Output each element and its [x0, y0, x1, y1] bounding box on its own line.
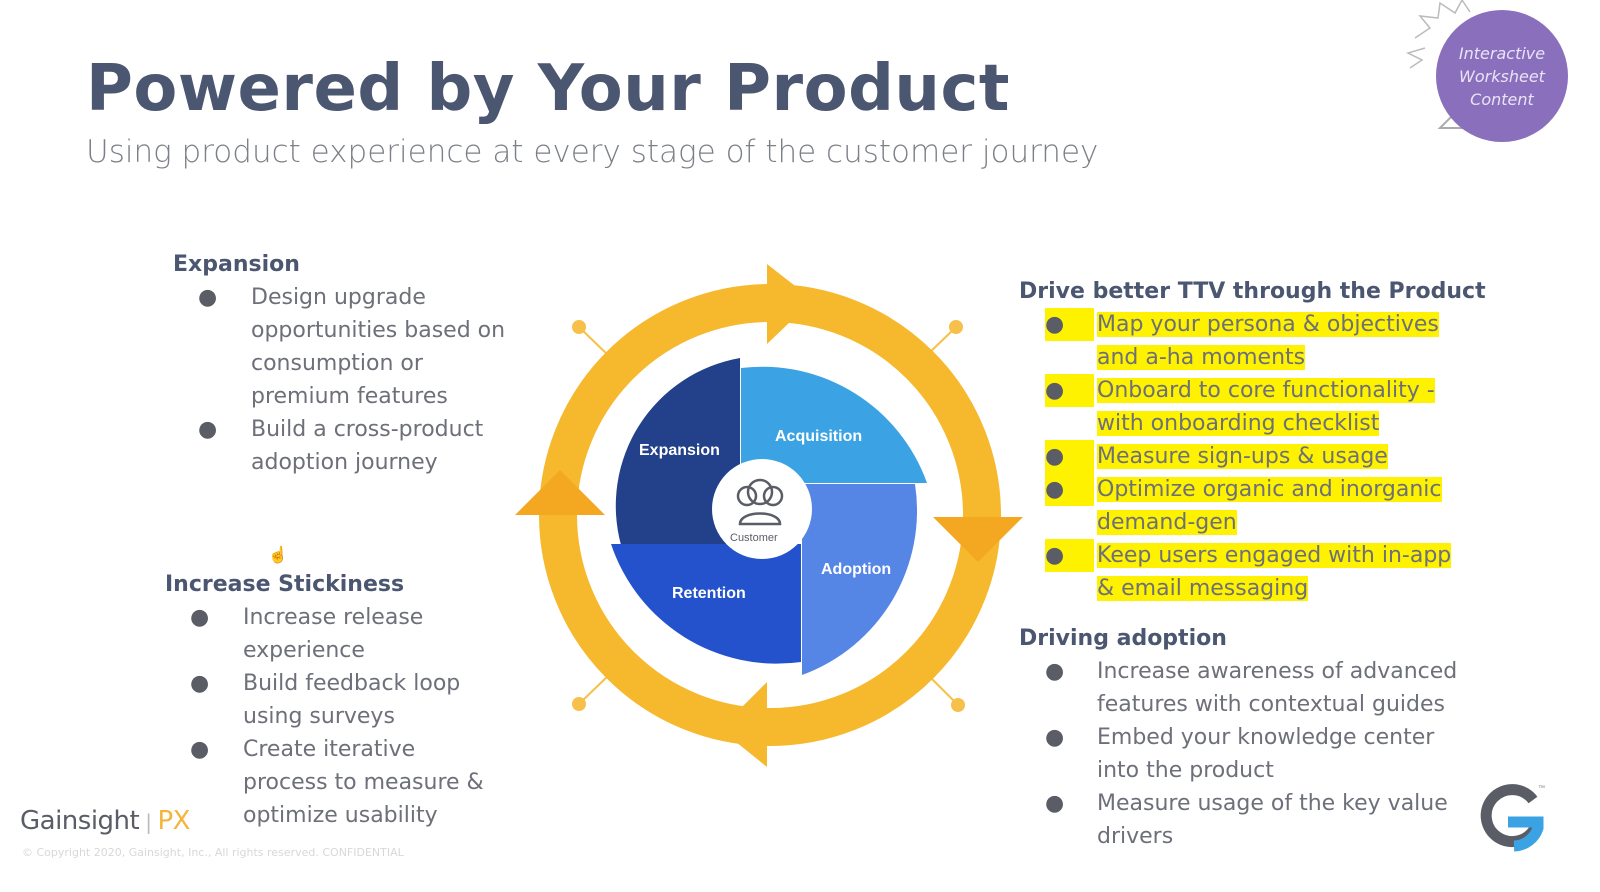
- bullet-icon: ●: [1045, 308, 1095, 341]
- bullet-icon: ●: [198, 417, 218, 442]
- badge-line-2: Worksheet: [1459, 66, 1545, 86]
- segment-label-retention: Retention: [672, 585, 746, 602]
- expansion-list: ● Design upgrade opportunities based on …: [198, 281, 538, 479]
- gainsight-g-logo-icon: ™: [1480, 784, 1545, 852]
- list-item: ● Increase awareness of advanced feature…: [1045, 655, 1505, 721]
- svg-text:™: ™: [1538, 785, 1545, 792]
- list-item: ● Measure sign-ups & usage: [1045, 440, 1505, 473]
- list-item: ● Increase release experience: [190, 601, 530, 667]
- bullet-icon: ●: [198, 285, 218, 310]
- arrow-top: [767, 264, 813, 344]
- bullet-icon: ●: [1045, 473, 1095, 506]
- adoption-heading: Driving adoption: [1019, 626, 1227, 651]
- page-subtitle: Using product experience at every stage …: [86, 134, 1099, 170]
- list-item: ● Create iterative process to measure & …: [190, 733, 530, 832]
- ttv-list: ● Map your persona & objectives and a-ha…: [1045, 308, 1505, 605]
- arrow-right: [933, 517, 1023, 562]
- interactive-worksheet-badge: Interactive Worksheet Content: [1405, 0, 1568, 146]
- segment-adoption: [802, 484, 918, 675]
- center-label-customer: Customer: [730, 532, 778, 544]
- bullet-icon: ●: [1045, 374, 1095, 407]
- bullet-icon: ●: [190, 605, 210, 630]
- segment-label-expansion: Expansion: [639, 442, 720, 459]
- segment-label-acquisition: Acquisition: [775, 428, 863, 445]
- list-item: ● Optimize organic and inorganic demand-…: [1045, 473, 1505, 539]
- customer-journey-diagram: Expansion Acquisition Adoption Retention…: [515, 262, 1025, 772]
- list-item: ● Map your persona & objectives and a-ha…: [1045, 308, 1505, 374]
- list-item: ● Build a cross-product adoption journey: [198, 413, 538, 479]
- bullet-icon: ●: [190, 737, 210, 762]
- arrow-bottom: [720, 682, 767, 767]
- arrow-left: [515, 470, 605, 515]
- copyright-notice: © Copyright 2020, Gainsight, Inc., All r…: [22, 846, 404, 859]
- stickiness-heading: Increase Stickiness: [165, 572, 405, 597]
- segment-retention: [611, 544, 801, 664]
- list-item: ● Embed your knowledge center into the p…: [1045, 721, 1505, 787]
- ttv-heading: Drive better TTV through the Product: [1019, 279, 1486, 304]
- badge-circle: Interactive Worksheet Content: [1436, 10, 1568, 142]
- bullet-icon: ●: [190, 671, 210, 696]
- segment-expansion: [615, 358, 740, 545]
- bullet-icon: ●: [1045, 791, 1065, 816]
- segment-acquisition: [741, 366, 927, 483]
- segment-label-adoption: Adoption: [821, 561, 892, 578]
- list-item: ● Onboard to core functionality - with o…: [1045, 374, 1505, 440]
- list-item: ● Design upgrade opportunities based on …: [198, 281, 538, 413]
- list-item: ● Build feedback loop using surveys: [190, 667, 530, 733]
- bullet-icon: ●: [1045, 725, 1065, 750]
- adoption-list: ● Increase awareness of advanced feature…: [1045, 655, 1505, 853]
- page-title: Powered by Your Product: [86, 52, 1010, 126]
- gainsight-px-logo: Gainsight|PX: [20, 806, 190, 836]
- stickiness-list: ● Increase release experience ● Build fe…: [190, 601, 530, 832]
- bullet-icon: ●: [1045, 659, 1065, 684]
- bullet-icon: ●: [1045, 440, 1095, 473]
- bullet-icon: ●: [1045, 539, 1095, 572]
- badge-line-1: Interactive: [1458, 43, 1546, 63]
- list-item: ● Measure usage of the key value drivers: [1045, 787, 1505, 853]
- expansion-heading: Expansion: [173, 252, 300, 277]
- hand-cursor-icon: ☝: [268, 547, 288, 564]
- list-item: ● Keep users engaged with in-app & email…: [1045, 539, 1505, 605]
- customer-group-icon: [736, 478, 784, 526]
- badge-line-3: Content: [1470, 89, 1534, 109]
